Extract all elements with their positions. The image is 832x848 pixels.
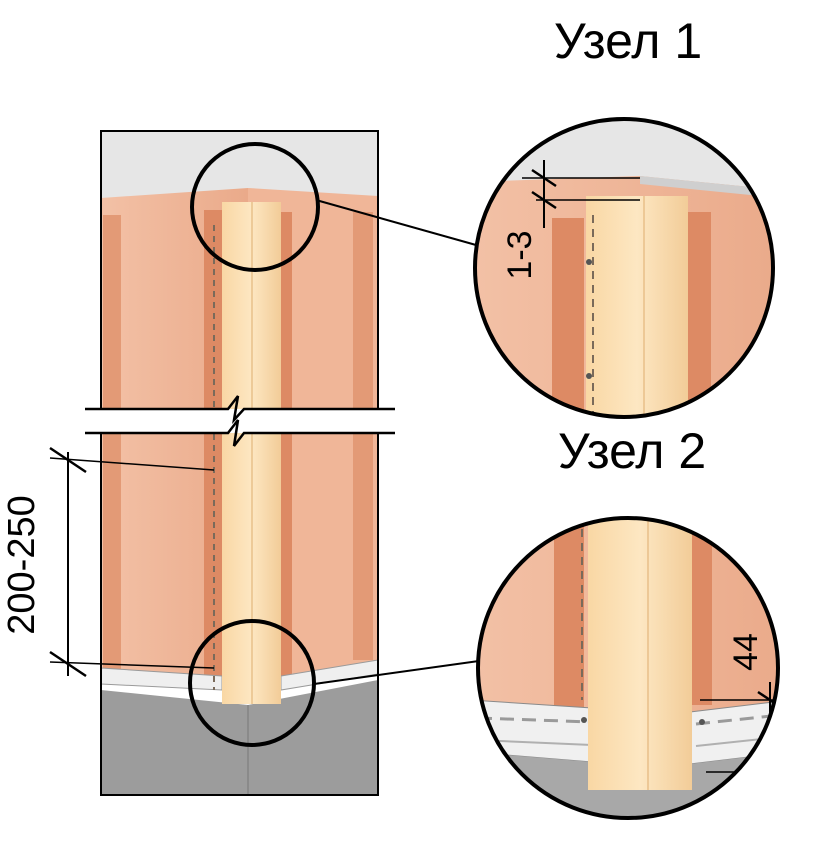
leader-line-1: [315, 199, 477, 246]
detail-1-title: Узел 1: [554, 13, 702, 69]
detail-2-circle: [476, 516, 780, 820]
main-view-frame: [100, 130, 379, 796]
spacing-dimension: [49, 446, 215, 678]
detail-1-gap-label: 1-3: [501, 230, 539, 279]
wall-stripe: [103, 215, 121, 670]
detail-1-marker: [190, 142, 320, 272]
main-view: [101, 131, 378, 795]
spacing-label: 200-250: [1, 495, 43, 634]
break-line: [85, 395, 395, 447]
detail-1-circle: [473, 117, 775, 419]
detail-2-view: [478, 518, 778, 818]
leader-line-2: [313, 659, 487, 685]
detail-2-title: Узел 2: [558, 423, 706, 479]
wall-stripe: [353, 212, 373, 660]
detail-2-offset-label: 44: [727, 633, 765, 671]
j-channel-strip: [278, 212, 292, 680]
